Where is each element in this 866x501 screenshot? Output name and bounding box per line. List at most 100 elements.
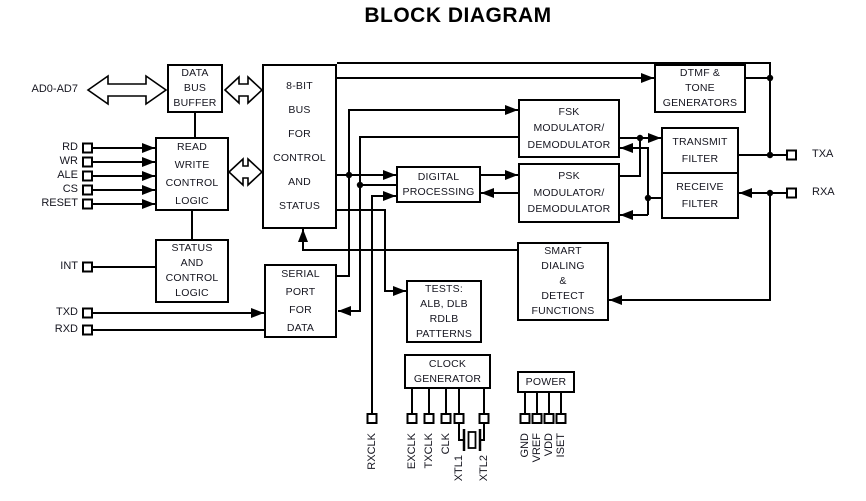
- block-text-line: FOR: [289, 304, 312, 316]
- pin-vdd: [543, 413, 555, 424]
- block-text-line: DIALING: [541, 260, 585, 272]
- block-text-line: RDLB: [429, 312, 459, 325]
- block-text-line: GENERATORS: [662, 97, 738, 109]
- pin-rxd: [82, 324, 93, 336]
- block-psk-modulator: PSK MODULATOR/DEMODULATOR: [518, 163, 620, 223]
- pin-txa: [786, 149, 797, 161]
- block-text-line: DTMF &: [679, 67, 721, 79]
- block-text-line: SERIAL: [281, 268, 320, 280]
- block-text-line: TRANSMIT: [672, 136, 728, 148]
- pin-ale: [82, 170, 93, 182]
- wire-rx-to-fsk: [620, 143, 649, 215]
- pin-squares: [82, 142, 797, 424]
- pin-label-iset: ISET: [555, 433, 567, 458]
- pin-label-rxd: RXD: [54, 323, 78, 335]
- block-text-line: GENERATOR: [413, 372, 482, 385]
- pin-label-ale: ALE: [57, 169, 78, 181]
- block-text-line: FILTER: [681, 152, 719, 165]
- pin-label-cs: CS: [62, 183, 78, 195]
- pin-label-txd: TXD: [56, 306, 78, 318]
- block-text-line: DEMODULATOR: [527, 138, 611, 151]
- wire-psk-join-tx: [620, 138, 641, 177]
- wire-bus-to-txa-node: [337, 62, 771, 78]
- block-text-line: 8-BIT: [286, 79, 313, 92]
- block-text-line: CONTROL: [273, 152, 326, 165]
- bus-arrow-buffer-icon: [223, 75, 264, 105]
- bus-arrow-rwctl-icon: [227, 157, 264, 187]
- block-text-line: ALB, DLB: [420, 297, 468, 310]
- block-text-line: CONTROL: [165, 272, 219, 284]
- pin-label-xtl2: XTL2: [478, 455, 490, 482]
- pin-label-rd: RD: [62, 141, 78, 153]
- block-text-line: PATTERNS: [415, 327, 473, 340]
- wire-fsk-to-serial: [338, 136, 518, 316]
- wires-group: [92, 62, 787, 451]
- block-text-line: FOR: [288, 127, 311, 140]
- block-text-line: LOGIC: [175, 195, 209, 207]
- pin-int: [82, 261, 93, 273]
- block-text-line: PSK: [558, 170, 580, 183]
- block-text-line: BUFFER: [173, 97, 217, 109]
- pin-rd: [82, 142, 93, 154]
- block-text-line: &: [559, 275, 567, 287]
- pin-label-txa: TXA: [812, 148, 834, 160]
- pin-label-rxclk: RXCLK: [366, 433, 378, 470]
- block-dtmf-tone: DTMF & TONE GENERATORS: [654, 64, 746, 113]
- pin-label-txclk: TXCLK: [423, 433, 435, 469]
- pin-iset: [555, 413, 567, 424]
- block-text-line: RECEIVE: [676, 181, 724, 193]
- wire-xtl1-to-crystal: [458, 423, 464, 441]
- block-text-line: LOGIC: [175, 287, 209, 299]
- block-text-line: DATA: [181, 67, 209, 79]
- pin-rxa: [786, 187, 797, 199]
- block-text-line: CONTROL: [165, 177, 219, 189]
- block-power: POWER: [517, 371, 575, 393]
- pin-label-xtl1: XTL1: [453, 455, 465, 482]
- junction-dots: [345, 74, 774, 202]
- block-text-line: MODULATOR/: [533, 122, 605, 135]
- wire-rxclk-to-dsp: [371, 191, 396, 414]
- block-text-line: BUS: [183, 82, 207, 94]
- pin-label-int: INT: [60, 260, 78, 272]
- pin-label-vdd: VDD: [543, 433, 555, 457]
- pin-label-rxa: RXA: [812, 186, 835, 198]
- block-text-line: DATA: [286, 322, 315, 334]
- pin-label-exclk: EXCLK: [406, 433, 418, 470]
- pin-label-wr: WR: [59, 155, 78, 167]
- block-text-line: TONE: [685, 82, 715, 94]
- block-text-line: DIGITAL: [417, 170, 460, 183]
- wire-xtl2-to-crystal: [480, 423, 485, 441]
- block-transmit-filter: TRANSMIT FILTER: [661, 127, 739, 174]
- block-text-line: MODULATOR/: [533, 186, 605, 199]
- pin-txd: [82, 307, 93, 319]
- block-text-line: POWER: [525, 375, 567, 388]
- pin-txclk: [423, 413, 435, 424]
- pin-rxclk: [366, 413, 378, 424]
- block-text-line: SMART: [544, 245, 582, 257]
- block-text-line: AND: [180, 257, 204, 269]
- block-text-line: AND: [288, 176, 311, 189]
- block-text-line: FUNCTIONS: [531, 305, 595, 317]
- pin-gnd: [519, 413, 531, 424]
- wire-rxa-to-smart: [609, 193, 771, 305]
- pin-vref: [531, 413, 543, 424]
- block-text-line: TESTS:: [425, 282, 463, 295]
- pin-xtl1: [453, 413, 465, 424]
- wire-serial-to-fsk: [337, 105, 518, 277]
- crystal-icon: [467, 431, 477, 449]
- pin-cs: [82, 184, 93, 196]
- block-text-line: DEMODULATOR: [527, 203, 611, 216]
- block-text-line: PROCESSING: [402, 185, 475, 198]
- wire-smart-to-bus: [298, 229, 517, 251]
- block-text-line: READ: [177, 141, 207, 153]
